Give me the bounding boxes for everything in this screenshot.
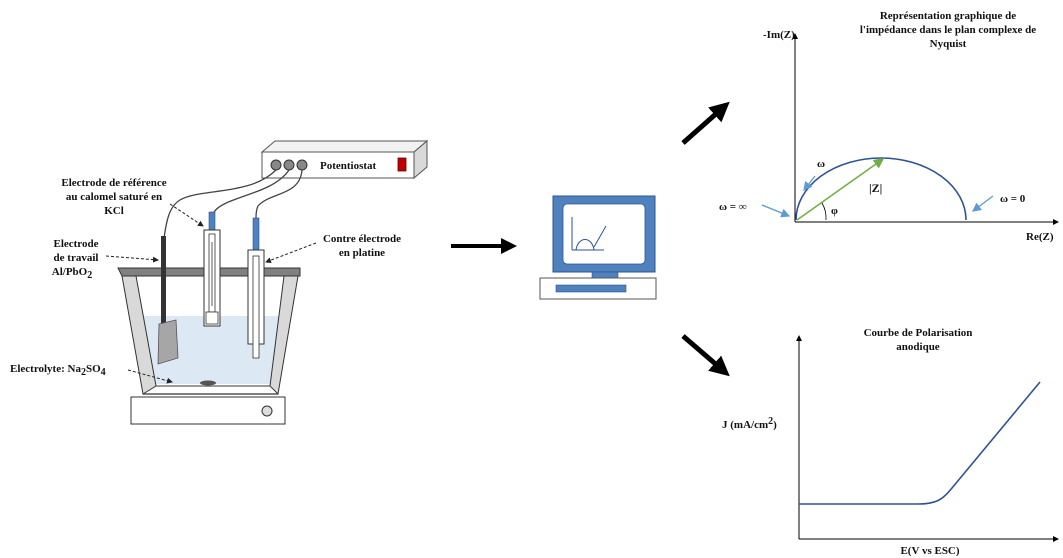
electrolyte-annotation: Electrolyte: Na2SO4: [10, 363, 173, 384]
work-electrode-label-line3: Al/PbO2: [52, 266, 92, 281]
potentiostat-indicator: [397, 157, 407, 172]
counter-electrode-label-line2: en platine: [339, 247, 385, 259]
potentiostat-label: Potentiostat: [320, 160, 377, 172]
nyquist-title-line2: l'impédance dans le plan complexe de: [860, 24, 1036, 36]
counter-electrode: [247, 217, 265, 359]
connector-knob: [270, 159, 282, 171]
modulus-label: |Z|: [869, 181, 882, 195]
ref-electrode-label-line3: KCl: [104, 205, 124, 217]
ref-electrode-label-line2: au calomel saturé en: [66, 191, 162, 203]
work-electrode-label-line2: de travail: [54, 252, 99, 264]
arrow-to-nyquist: [681, 101, 730, 145]
counter-electrode-label-line1: Contre électrode: [323, 233, 401, 245]
phase-angle-arc: [821, 202, 827, 221]
omega-zero-label: ω = 0: [1000, 193, 1026, 205]
polarization-y-label: J (mA/cm2): [722, 416, 777, 431]
cables: [163, 169, 303, 239]
nyquist-y-label: -Im(Z): [763, 29, 795, 41]
computer: [539, 195, 657, 300]
connector-knob: [283, 159, 295, 171]
omega-inf-arrow: [761, 204, 791, 218]
stir-bar: [200, 380, 216, 386]
work-electrode-annotation: Electrode de travail Al/PbO2: [52, 238, 159, 281]
nyquist-title-line3: Nyquist: [930, 38, 967, 50]
nyquist-semicircle: [795, 157, 967, 221]
nyquist-title-line1: Représentation graphique de: [880, 10, 1016, 22]
arrow-to-polarization: [681, 334, 730, 377]
nyquist-x-label: Re(Z): [1026, 231, 1054, 243]
nyquist-plot: Représentation graphique de l'impédance …: [719, 10, 1059, 243]
monitor-screen: [562, 203, 646, 265]
omega-zero-arrow: [971, 195, 994, 212]
impedance-vector: [796, 158, 885, 221]
working-electrode: [157, 236, 179, 365]
screen-graph-icon: [571, 217, 607, 251]
phi-label: φ: [831, 205, 838, 217]
magnetic-stirrer-base: [130, 396, 286, 425]
polarization-plot: Courbe de Polarisation anodique J (mA/cm…: [722, 327, 1059, 557]
ref-electrode-annotation: Electrode de référence au calomel saturé…: [61, 177, 204, 227]
stirrer-knob: [261, 405, 273, 417]
polarization-title-line1: Courbe de Polarisation: [864, 327, 973, 339]
polarization-x-label: E(V vs ESC): [900, 545, 959, 557]
disk-drive: [555, 284, 627, 293]
omega-inf-label: ω = ∞: [719, 201, 747, 213]
omega-label: ω: [817, 158, 825, 170]
counter-electrode-annotation: Contre électrode en platine: [265, 233, 401, 264]
polarization-curve: [799, 381, 1041, 505]
omega-arrow: [803, 175, 816, 192]
reference-electrode: [203, 211, 221, 327]
work-electrode-label-line1: Electrode: [53, 238, 98, 250]
polarization-title-line2: anodique: [896, 341, 940, 353]
connector-knob: [296, 159, 308, 171]
ref-electrode-label-line1: Electrode de référence: [61, 177, 166, 189]
electrolyte-label: Electrolyte: Na2SO4: [10, 363, 106, 378]
